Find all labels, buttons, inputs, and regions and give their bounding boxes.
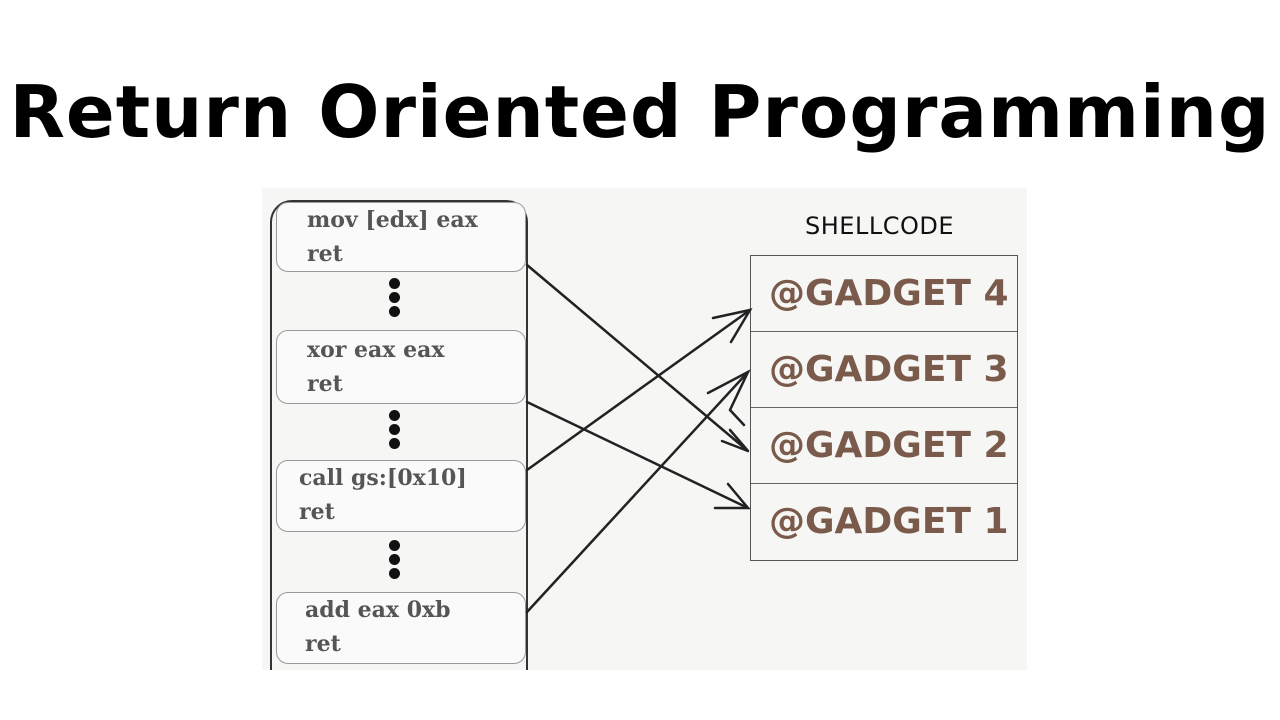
gadget-block-3: call gs:[0x10] ret	[276, 460, 526, 532]
instruction: xor eax eax	[307, 337, 445, 363]
arrow-gadget2-to-cell1	[525, 400, 751, 510]
ellipsis-dots	[389, 540, 401, 582]
instruction: call gs:[0x10]	[299, 465, 467, 491]
arrow-gadget4-to-cell3	[525, 369, 751, 614]
ret-instruction: ret	[299, 499, 335, 525]
ellipsis-dots	[389, 410, 401, 452]
arrow-gadget3-to-cell4	[525, 308, 753, 472]
ret-instruction: ret	[307, 371, 343, 397]
shellcode-cell: @GADGET 4	[751, 256, 1017, 332]
instruction: add eax 0xb	[305, 597, 451, 623]
page-title: Return Oriented Programming	[9, 70, 1271, 154]
gadget-block-1: mov [edx] eax ret	[276, 202, 526, 272]
gadget-block-2: xor eax eax ret	[276, 330, 526, 404]
ellipsis-dots	[389, 278, 401, 320]
shellcode-cell: @GADGET 3	[751, 332, 1017, 408]
shellcode-cell: @GADGET 1	[769, 501, 1009, 542]
arrow-gadget1-to-cell2	[525, 263, 750, 453]
shellcode-label: SHELLCODE	[805, 212, 954, 240]
gadget-block-4: add eax 0xb ret	[276, 592, 526, 664]
shellcode-cell: @GADGET 2	[751, 408, 1017, 484]
shellcode-table: @GADGET 4 @GADGET 3 @GADGET 2 @GADGET 1	[750, 255, 1018, 561]
ret-instruction: ret	[307, 241, 343, 267]
instruction: mov [edx] eax	[307, 207, 478, 233]
memory-stack	[270, 200, 528, 670]
ret-instruction: ret	[305, 631, 341, 657]
